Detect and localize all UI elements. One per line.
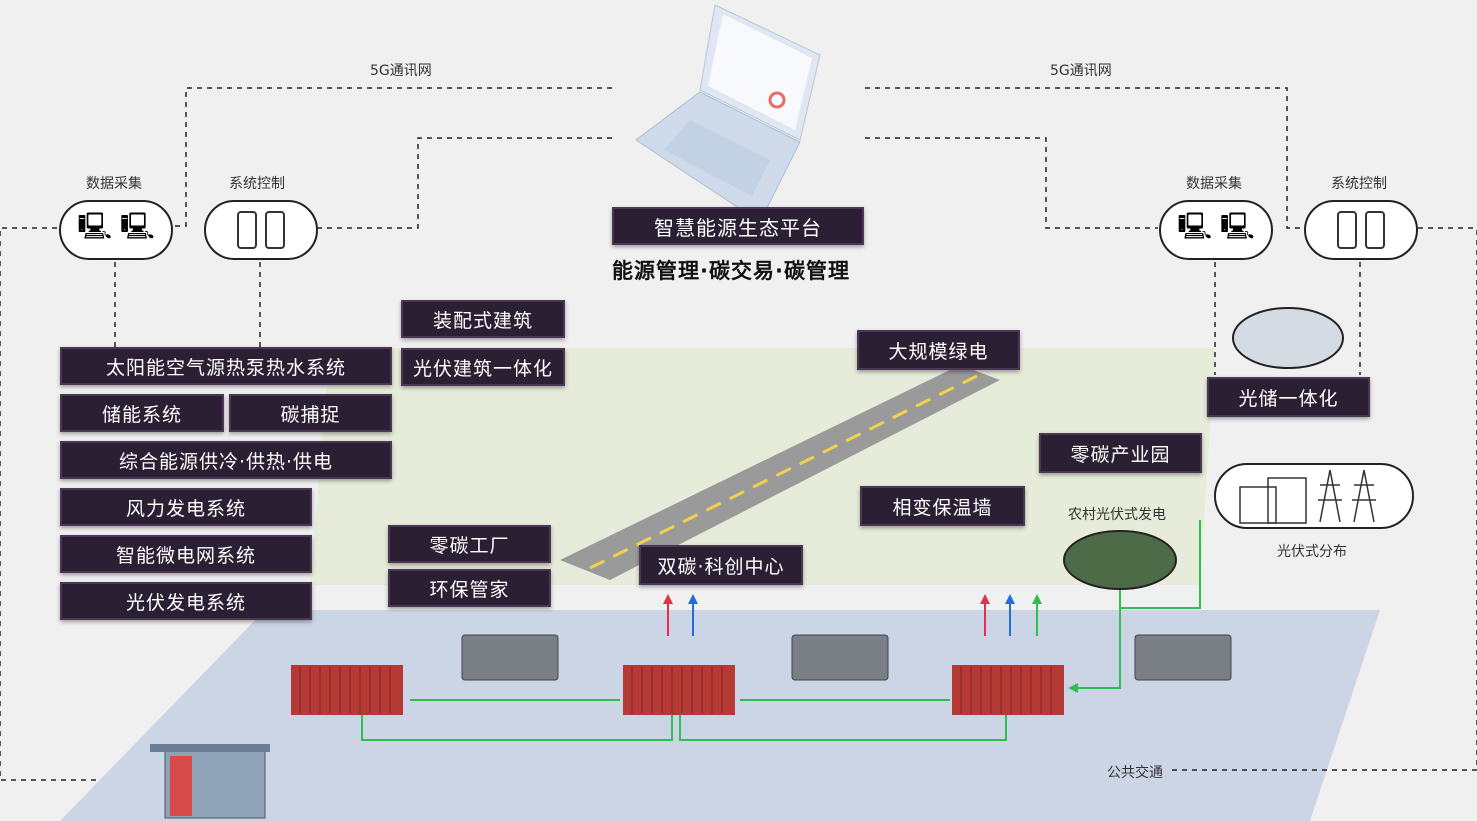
label-storage: 储能系统 (60, 394, 224, 432)
green-pipes (361, 520, 1201, 741)
floor-plane (60, 610, 1380, 821)
label-wind-power: 风力发电系统 (60, 488, 312, 526)
label-pv-power: 光伏发电系统 (60, 582, 312, 620)
data-collection-label-right: 数据采集 (1186, 176, 1242, 192)
dashed-network-lines (0, 87, 1477, 781)
system-control-label-right: 系统控制 (1331, 176, 1387, 192)
label-solar-heat-pump: 太阳能空气源热泵热水系统 (60, 347, 392, 385)
label-carbon-capture: 碳捕捉 (229, 394, 392, 432)
label-zero-carbon-factory: 零碳工厂 (388, 525, 551, 563)
flow-arrows (663, 594, 1042, 636)
container-2 (623, 665, 735, 715)
chiller-units (461, 634, 1232, 681)
label-dual-carbon-center: 双碳·科创中心 (639, 545, 803, 585)
storage-containers (291, 665, 1064, 715)
monitor-icon: 🖳 (1177, 212, 1212, 242)
monitor-icon: 🖳 (77, 212, 112, 242)
phone-icon (265, 211, 285, 249)
phone-icon (237, 211, 257, 249)
network-label-left: 5G通讯网 (370, 63, 432, 79)
bus-stop-illustration (150, 744, 270, 819)
container-3 (952, 665, 1064, 715)
label-prefab-building: 装配式建筑 (401, 300, 565, 338)
platform-title: 智慧能源生态平台 (612, 207, 864, 245)
monitor-icon: 🖳 (1220, 212, 1255, 242)
label-microgrid: 智能微电网系统 (60, 535, 312, 573)
phone-icon (1365, 211, 1385, 249)
system-control-node-left (204, 200, 318, 260)
label-large-green-power: 大规模绿电 (857, 330, 1020, 370)
caption-distributed-pv: 光伏式分布 (1277, 544, 1347, 560)
label-pv-storage: 光储一体化 (1207, 377, 1370, 417)
caption-rural-pv: 农村光伏式发电 (1068, 507, 1166, 523)
monitor-icon: 🖳 (120, 212, 155, 242)
pipe-arrowhead (1068, 683, 1078, 693)
label-pv-building: 光伏建筑一体化 (401, 348, 565, 386)
road-marking (589, 370, 986, 570)
label-eco-steward: 环保管家 (388, 569, 551, 607)
data-collection-node-left: 🖳 🖳 (59, 200, 173, 260)
phone-icon (1337, 211, 1357, 249)
network-label-right: 5G通讯网 (1050, 63, 1112, 79)
label-phase-change-wall: 相变保温墙 (860, 486, 1025, 526)
distributed-pv-pill (1214, 463, 1414, 529)
label-zero-carbon-park: 零碳产业园 (1039, 433, 1202, 473)
system-control-node-right (1304, 200, 1418, 260)
container-1 (291, 665, 403, 715)
rural-pv-image (1063, 530, 1177, 590)
system-control-label-left: 系统控制 (229, 176, 285, 192)
data-collection-label-left: 数据采集 (86, 176, 142, 192)
laptop-illustration (635, 4, 821, 223)
distributed-pv-icon (1239, 469, 1376, 524)
label-integrated-energy: 综合能源供冷·供热·供电 (60, 441, 392, 479)
platform-subtitle: 能源管理·碳交易·碳管理 (612, 259, 850, 283)
data-collection-node-right: 🖳 🖳 (1159, 200, 1273, 260)
caption-public-transport: 公共交通 (1107, 765, 1163, 781)
pv-storage-image (1232, 307, 1344, 369)
